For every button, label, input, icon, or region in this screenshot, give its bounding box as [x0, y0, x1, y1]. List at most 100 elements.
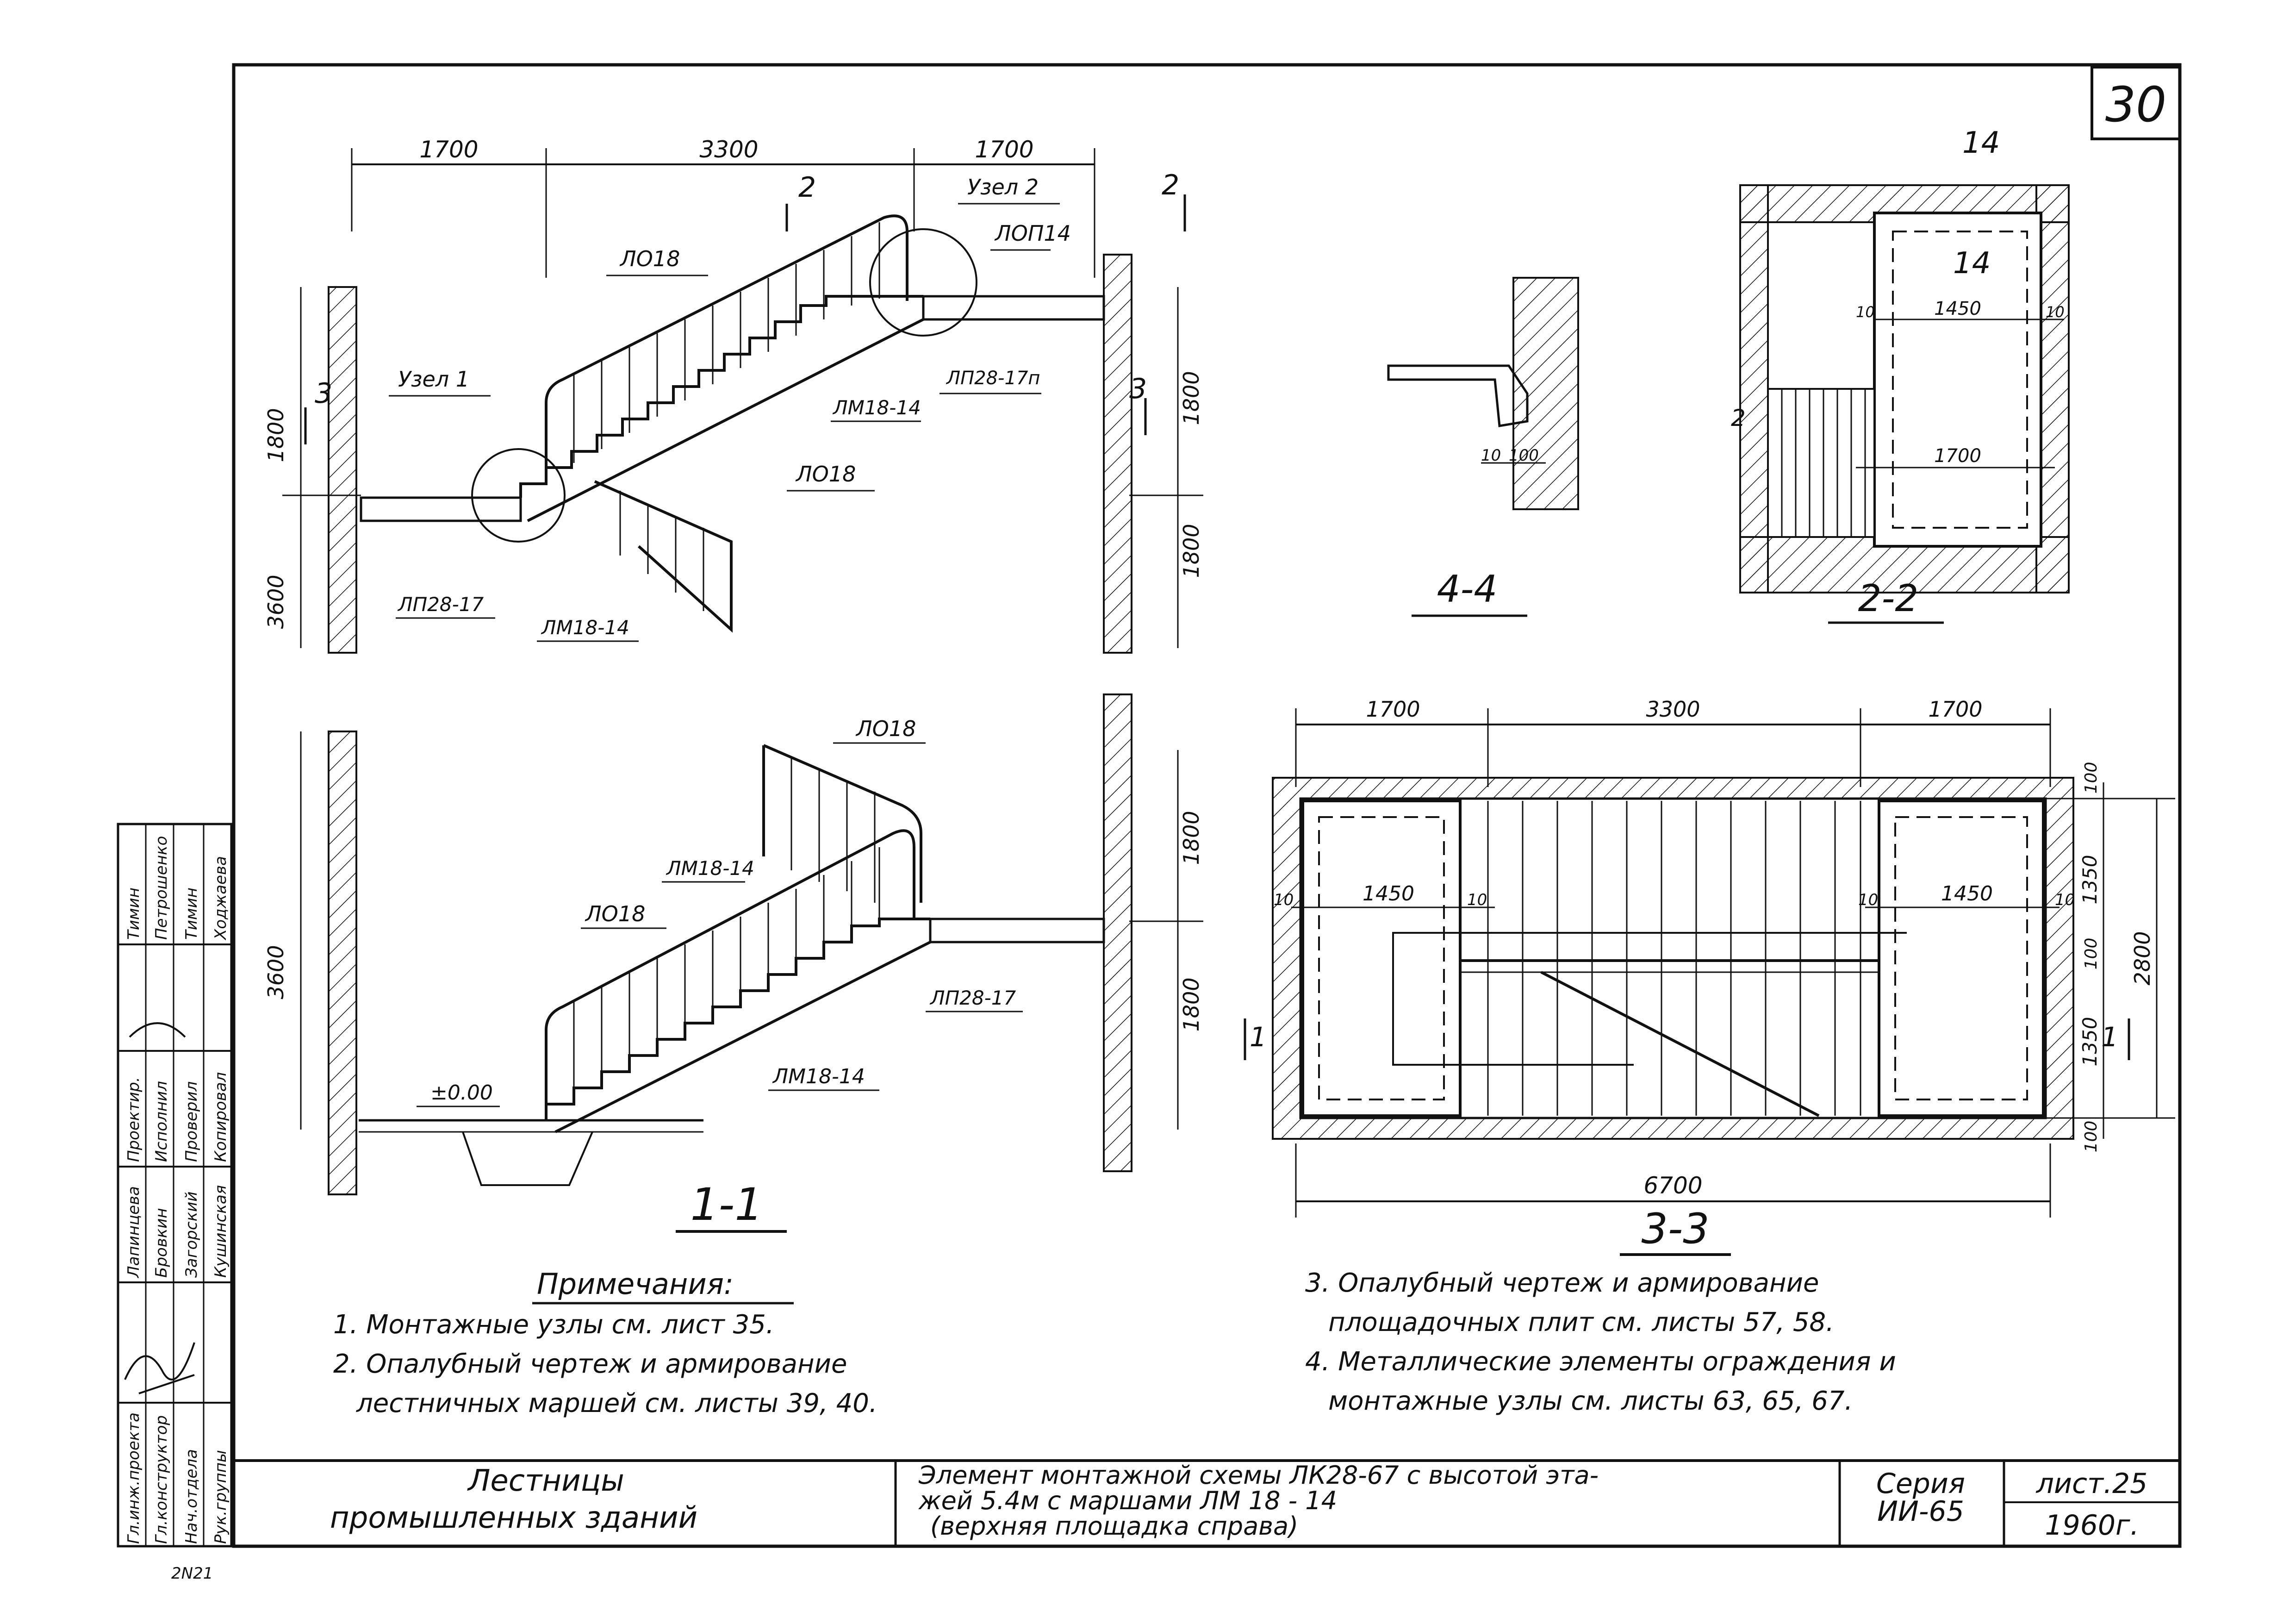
note-4b: монтажные узлы см. листы 63, 65, 67.	[1328, 1386, 1853, 1416]
series-value: ИИ-65	[1877, 1495, 1964, 1528]
sheet-number: 30	[2105, 76, 2166, 133]
dim-4-4-100: 100	[1509, 446, 1539, 465]
dim-2-2-1450: 1450	[1934, 298, 1981, 319]
landing-slab-1-1	[929, 918, 1105, 943]
plan-dim-10-left-b: 10	[1467, 891, 1487, 909]
corner-note: 2N21	[171, 1564, 213, 1583]
plan-landing-right-dash	[1894, 816, 2028, 1100]
stamp-role-6: Проверил	[182, 1081, 201, 1162]
handrail-panel-upper	[545, 214, 908, 484]
plan-dim-3300: 3300	[1646, 697, 1700, 722]
plan-dim-2800: 2800	[2130, 931, 2155, 985]
view-title-2-2: 2-2	[1858, 577, 1919, 620]
view-title-3-3: 3-3	[1642, 1205, 1710, 1253]
landing-box-2-2	[1873, 212, 2042, 548]
section-4-4: 10 100 4-4	[1387, 277, 1579, 617]
plan-dim-1700-right: 1700	[1928, 697, 1982, 722]
wall-left-lower	[328, 731, 357, 1195]
dim-top-1700-right: 1700	[975, 136, 1033, 163]
landing-dashed-2-2	[1892, 231, 2028, 529]
dim-top-3300: 3300	[699, 136, 758, 163]
description-3: (верхняя площадка справа)	[930, 1512, 1298, 1541]
dim-top-1700-left: 1700	[419, 136, 478, 163]
callout-lp28-17p: ЛП28-17п	[946, 368, 1040, 389]
view-title-4-4: 4-4	[1437, 568, 1498, 611]
plan-dim-1700-left: 1700	[1366, 697, 1420, 722]
callout-lp28-17-1-1: ЛП28-17	[929, 987, 1016, 1009]
stamp-name-4: Тимин	[124, 887, 143, 940]
callout-lo18-1-1b: ЛО18	[585, 901, 645, 926]
stamp-name-2: Загорский	[182, 1192, 201, 1278]
sheet-label: лист.25	[2036, 1468, 2148, 1500]
level-mark: ±0.00	[430, 1081, 493, 1105]
plan-dim-10-left-a: 10	[1274, 891, 1294, 909]
plan-dim-100-mid: 100	[2082, 938, 2101, 970]
plan-3-3: 1700 3300 1700 1450 10 10 1450 10 10	[1244, 697, 2175, 1256]
section-2-2-left-label: 2	[1731, 405, 1746, 431]
stamp-role-4: Проектир.	[124, 1077, 143, 1162]
dim-2-2-10-left: 10	[1856, 303, 1875, 321]
callout-lm18-14-1-1b: ЛМ18-14	[772, 1065, 865, 1088]
plan-dim-1350-bottom: 1350	[2078, 1017, 2101, 1067]
dim-3600-left: 3600	[263, 575, 288, 629]
stair-flight-upper	[519, 295, 923, 498]
project-title-1: Лестницы	[467, 1464, 624, 1498]
sheet-frame	[232, 63, 2182, 1548]
notes: Примечания: 1. Монтажные узлы см. лист 3…	[333, 1267, 1896, 1418]
callout-lm18-14-1-1a: ЛМ18-14	[666, 857, 754, 880]
plan-landing-left-dash	[1318, 816, 1445, 1100]
dim-1800-right-a: 1800	[1179, 371, 1204, 425]
callout-uzel1: Узел 1	[398, 367, 469, 392]
dim-2-2-1700: 1700	[1934, 445, 1981, 467]
plan-landing-right	[1878, 800, 2045, 1117]
dim-1800-lower-b: 1800	[1179, 977, 1204, 1031]
year: 1960г.	[2045, 1509, 2139, 1542]
section-2-2-inner-label: 14	[1953, 246, 1991, 281]
section-2-2-top-label: 14	[1962, 126, 2000, 160]
plan-dim-10-right-a: 10	[1858, 891, 1878, 909]
plan-section-mark-1-left: 1	[1250, 1021, 1267, 1053]
section-mark-2-right: 2	[1162, 169, 1179, 201]
dim-3600-lower: 3600	[263, 945, 288, 999]
detail-circle-uzel2	[869, 228, 977, 337]
stamp-role-2: Нач.отдела	[182, 1449, 201, 1544]
handrail-panel-1-1	[545, 829, 915, 1104]
wall-left	[328, 286, 357, 654]
detail-circle-uzel1	[471, 448, 566, 543]
stamp-name-1: Бровкин	[152, 1208, 171, 1278]
callout-uzel2: Узел 2	[967, 175, 1039, 200]
stamp-name-3: Кушинская	[212, 1185, 230, 1278]
stamp-name-6: Тимин	[182, 887, 201, 940]
callout-lp28-17: ЛП28-17	[397, 593, 484, 616]
plan-section-mark-1-right: 1	[2101, 1021, 2118, 1053]
plan-walk-line	[1392, 932, 1907, 1066]
foundation	[462, 1131, 593, 1186]
stamp-role-0: Гл.инж.проекта	[124, 1412, 143, 1544]
stamp-role-7: Копировал	[212, 1072, 230, 1162]
description-2: жей 5.4м с маршами ЛМ 18 - 14	[918, 1486, 1337, 1515]
wall-4-4	[1512, 277, 1579, 510]
project-title-2: промышленных зданий	[330, 1501, 697, 1535]
callout-lo18-1-1a: ЛО18	[855, 716, 916, 741]
callout-lo18-upper: ЛО18	[619, 246, 680, 271]
section-mark-3-right: 3	[1129, 373, 1147, 405]
plan-dim-1350-top: 1350	[2078, 855, 2101, 905]
title-block: Лестницы промышленных зданий Элемент мон…	[171, 1459, 2180, 1583]
wall-right-lower	[1103, 693, 1132, 1172]
note-3a: 3. Опалубный чертеж и армирование	[1305, 1268, 1819, 1298]
description-1: Элемент монтажной схемы ЛК28-67 с высото…	[918, 1461, 1599, 1490]
signature-stamp: Гл.инж.проекта Гл.конструктор Нач.отдела…	[117, 823, 233, 1548]
stamp-name-0: Лапинцева	[124, 1186, 143, 1279]
stamp-name-7: Ходжаева	[212, 856, 230, 941]
stamp-role-5: Исполнил	[152, 1081, 171, 1162]
landing-slab-upper	[922, 295, 1105, 321]
dim-1800-lower-a: 1800	[1179, 811, 1204, 865]
plan-dim-1450-left: 1450	[1363, 882, 1414, 906]
wall-right	[1103, 254, 1132, 654]
section-mark-3-left: 3	[315, 377, 332, 410]
note-1: 1. Монтажные узлы см. лист 35.	[333, 1310, 774, 1340]
landing-slab-lower	[360, 496, 522, 522]
plan-dim-100-bottom: 100	[2082, 1121, 2101, 1153]
slab-4-4	[1387, 364, 1529, 427]
